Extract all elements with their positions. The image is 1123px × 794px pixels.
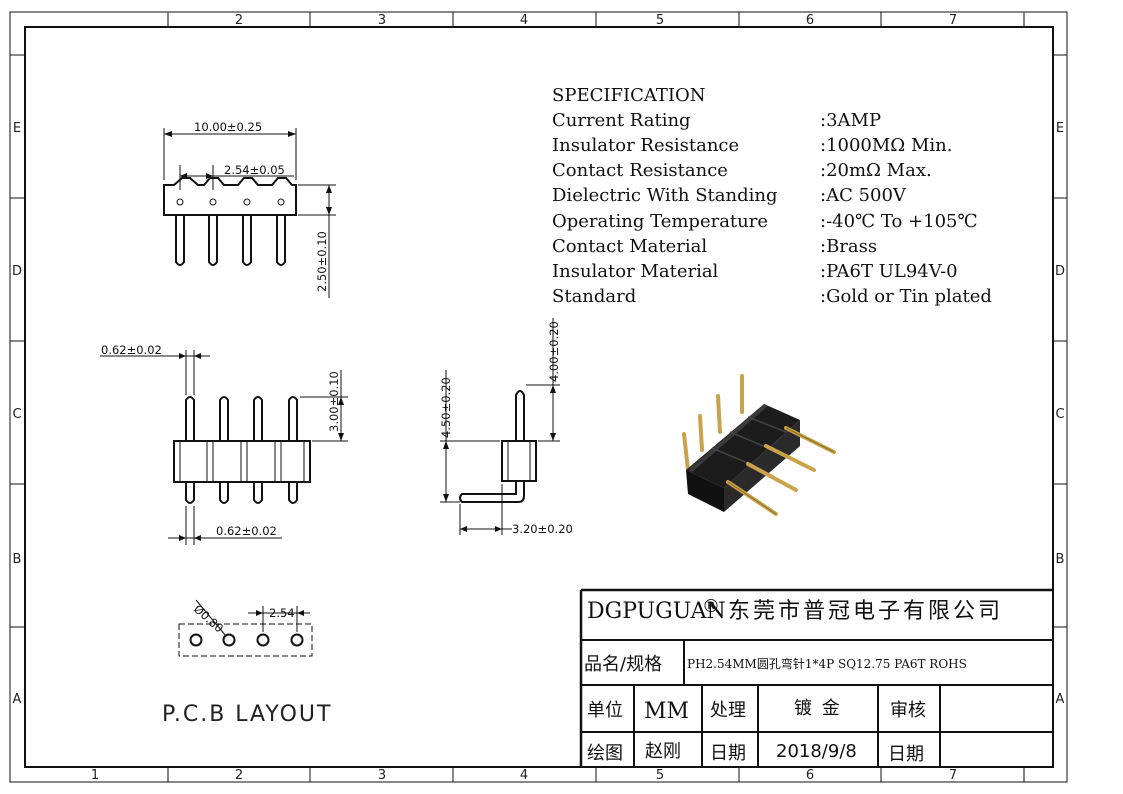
row-label-left: E — [13, 121, 21, 136]
drawn-label: 绘图 — [587, 743, 623, 764]
spec-value: :1000MΩ Min. — [820, 135, 952, 156]
dim-pitch-top: 2.54±0.05 — [224, 163, 285, 177]
row-label-left: C — [12, 407, 21, 422]
col-label-top: 6 — [806, 13, 814, 28]
process-label: 处理 — [710, 700, 746, 721]
dim-side-pin-top: 4.00±0.20 — [547, 321, 561, 382]
review-label: 审核 — [890, 700, 926, 721]
part-label: 品名/规格 — [584, 654, 662, 675]
spec-label: Dielectric With Standing — [552, 185, 778, 206]
col-label-bottom: 1 — [91, 768, 99, 783]
unit-label: 单位 — [587, 700, 623, 721]
dim-overall-width: 10.00±0.25 — [194, 120, 262, 134]
dim-side-pin-bottom: 3.20±0.20 — [512, 522, 573, 536]
spec-label: Insulator Resistance — [552, 135, 739, 156]
spec-label: Current Rating — [552, 110, 691, 131]
part-value: PH2.54MM圆孔弯针1*4P SQ12.75 PA6T ROHS — [687, 656, 967, 671]
spec-value: :3AMP — [820, 110, 881, 131]
row-label-right: A — [1056, 692, 1065, 707]
front-view-drawing: 0.62±0.02 0.62±0.02 3.00±0.10 — [100, 343, 348, 545]
spec-value: :Gold or Tin plated — [820, 286, 992, 307]
spec-label: Operating Temperature — [552, 211, 768, 232]
title-block: DGPUGUAN ® 东莞市普冠电子有限公司 品名/规格 PH2.54MM圆孔弯… — [579, 588, 1053, 767]
spec-value: :PA6T UL94V-0 — [820, 261, 958, 282]
date-value: 2018/9/8 — [776, 741, 857, 762]
row-label-left: B — [13, 552, 22, 567]
col-label-bottom: 5 — [656, 768, 664, 783]
dim-pin-length-top: 3.00±0.10 — [327, 371, 341, 432]
spec-value: :AC 500V — [820, 185, 907, 206]
row-label-right: C — [1055, 407, 1064, 422]
drawn-value: 赵刚 — [645, 741, 681, 762]
col-label-top: 3 — [378, 13, 386, 28]
process-value: 镀 金 — [794, 698, 842, 719]
col-label-bottom: 7 — [949, 768, 957, 783]
dim-pin-width-top: 0.62±0.02 — [101, 343, 162, 357]
date-label-2: 日期 — [888, 744, 924, 765]
col-label-top: 2 — [235, 13, 243, 28]
dim-pin-width-bottom: 0.62±0.02 — [216, 524, 277, 538]
spec-value: :Brass — [820, 236, 877, 257]
spec-label: Insulator Material — [552, 261, 719, 282]
spec-value: :20mΩ Max. — [820, 160, 932, 181]
spec-heading: SPECIFICATION — [552, 85, 705, 106]
unit-value: MM — [644, 699, 689, 724]
company-name-cn: 东莞市普冠电子有限公司 — [728, 599, 1003, 624]
col-label-bottom: 3 — [378, 768, 386, 783]
spec-label: Contact Material — [552, 236, 707, 257]
row-label-left: D — [12, 264, 22, 279]
pcb-layout-label: P.C.B LAYOUT — [162, 702, 332, 727]
dim-side-height: 4.50±0.20 — [439, 377, 453, 438]
row-label-right: D — [1055, 264, 1065, 279]
col-label-bottom: 6 — [806, 768, 814, 783]
side-view-drawing: 4.50±0.20 4.00±0.20 3.20±0.20 — [439, 318, 573, 536]
pcb-layout-drawing: 2.54 Ø0.80 P.C.B LAYOUT — [162, 599, 332, 727]
row-label-right: B — [1056, 552, 1065, 567]
row-label-right: E — [1056, 121, 1064, 136]
drawing-frame: 2 3 4 5 6 7 1 2 3 4 5 6 7 E D C B A E D … — [9, 11, 1068, 783]
spec-label: Contact Resistance — [552, 160, 728, 181]
dim-hole-diameter: Ø0.80 — [191, 602, 226, 636]
spec-value: :-40℃ To +105℃ — [820, 211, 978, 232]
col-label-bottom: 4 — [520, 768, 528, 783]
spec-label: Standard — [552, 286, 636, 307]
dim-pcb-pitch: 2.54 — [269, 606, 295, 620]
dim-body-height: 2.50±0.10 — [315, 231, 329, 292]
col-label-top: 5 — [656, 13, 664, 28]
date-label: 日期 — [710, 743, 746, 764]
col-label-top: 7 — [949, 13, 957, 28]
col-label-bottom: 2 — [235, 768, 243, 783]
product-photo — [682, 374, 836, 516]
company-registered-mark: ® — [702, 596, 720, 617]
company-name: DGPUGUAN — [587, 599, 726, 624]
row-label-left: A — [13, 692, 22, 707]
top-view-drawing: 10.00±0.25 2.54±0.05 2.50±0.10 — [163, 120, 336, 298]
col-label-top: 4 — [520, 13, 528, 28]
specification-block: SPECIFICATION Current Rating :3AMP Insul… — [552, 85, 992, 307]
